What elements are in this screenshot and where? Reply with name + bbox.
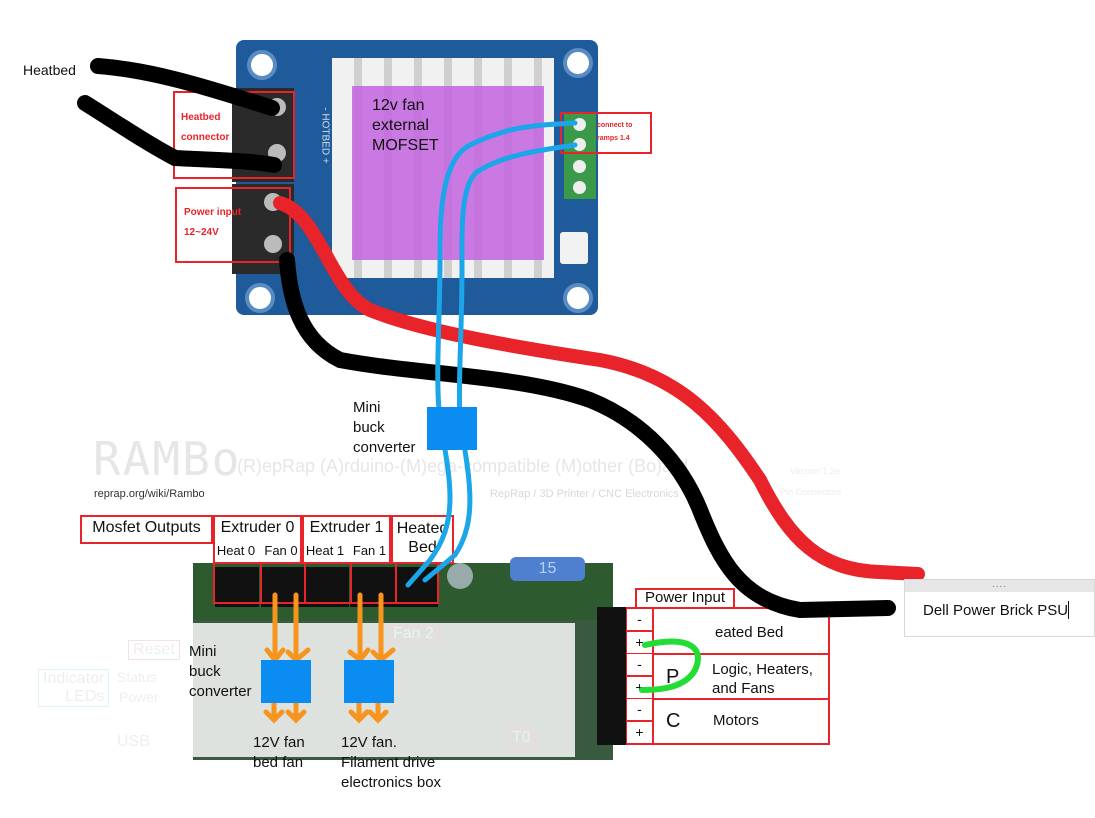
power-row-heated-bed: eated Bed [715, 624, 784, 641]
power-divider-2 [652, 698, 830, 700]
screw-terminal [573, 138, 586, 151]
fan1-label: Fan 1 [352, 543, 387, 558]
rambo-logo: RAMBo [93, 432, 242, 486]
buck-converter-top [427, 407, 477, 450]
extruder1-box [302, 515, 391, 564]
buck-converter-top-label: Mini buck converter [353, 399, 416, 456]
power-row-motors: Motors [713, 712, 759, 729]
power-divider-1 [652, 653, 830, 655]
fan1-label-out: 12V fan. Filament drive electronics box [341, 734, 442, 791]
negative-wire [279, 252, 896, 619]
fan0-label-out: 12V fan bed fan [253, 734, 305, 771]
extruder1-label: Extruder 1 [309, 519, 384, 536]
power-pin-cell: + [627, 631, 652, 655]
fan1-out-1 [348, 700, 370, 724]
power-input-title: Power Input [644, 589, 726, 606]
power-pin-cell: + [627, 721, 652, 745]
heatbed-wire-1 [90, 58, 280, 116]
fan1-out-2 [367, 700, 389, 724]
faded-reset: Reset [128, 640, 180, 660]
faded-status: Status [117, 669, 157, 685]
power-pin-cell: - [627, 654, 652, 677]
faded-indicator: Indicator LEDs [38, 669, 110, 707]
fan1-wire-1 [347, 592, 371, 664]
buck-converter-fan1 [344, 660, 394, 703]
heatbed-label: Heatbed [23, 62, 76, 78]
rambo-tagline: RepRap / 3D Printer / CNC Electronics [490, 488, 679, 500]
power-input-box [175, 187, 291, 263]
mosfet-outputs-label: Mosfet Outputs [92, 519, 201, 536]
screw-terminal [264, 235, 282, 253]
signal-wire-2 [422, 142, 578, 583]
fan0-out-2 [285, 700, 307, 724]
psu-drag-handle[interactable]: .... [905, 580, 1094, 592]
heat0-label: Heat 0 [216, 543, 256, 558]
rambo-url: reprap.org/wiki/Rambo [94, 488, 205, 500]
extruder0-box [213, 515, 302, 564]
heatbed-wire-2 [77, 95, 282, 173]
fan1-wire-2 [370, 592, 396, 664]
buck-converter-bottom-label: Mini buck converter [189, 643, 252, 700]
fan0-out-1 [263, 700, 285, 724]
heatbed-connector-label: Heatbed connector [181, 112, 230, 143]
power-input-label: Power input 12~24V [184, 207, 242, 238]
mosfet-outputs-box [80, 515, 213, 544]
heat1-label: Heat 1 [305, 543, 345, 558]
capacitor [447, 563, 473, 589]
connector-dividers [213, 562, 439, 604]
power-pin-cell: - [627, 609, 652, 632]
rambo-connectors-note: Pin Connectors [780, 487, 842, 497]
power-connector-housing [597, 607, 627, 745]
mosfet-overlay-label: 12v fan external MOFSET [372, 97, 439, 154]
power-col-divider [652, 607, 654, 745]
psu-text-box[interactable]: .... Dell Power Brick PSU [904, 579, 1095, 637]
optocoupler [560, 232, 588, 264]
mounting-hole [563, 283, 593, 313]
connect-ramps-box [560, 112, 652, 154]
buck-converter-fan0 [261, 660, 311, 703]
faded-overlay-left [30, 623, 193, 757]
faded-t0: T0 [508, 728, 535, 748]
fan0-wire-2 [285, 592, 311, 664]
fan0-label: Fan 0 [264, 543, 298, 558]
heated-bed-label: Heated Bed [396, 520, 449, 556]
screw-terminal [573, 181, 586, 194]
mounting-hole [247, 50, 277, 80]
power-letter-c: C [666, 710, 681, 732]
extruder0-label: Extruder 0 [220, 519, 295, 536]
power-pin-cell: - [627, 699, 652, 722]
rambo-subtitle: (R)epRap (A)rduino-(M)ega-compatible (M)… [237, 456, 689, 476]
faded-usb: USB [117, 733, 150, 750]
power-row-logic: Logic, Heaters, and Fans [712, 661, 813, 697]
fan0-wire-1 [264, 592, 286, 665]
jumper-mark [639, 638, 701, 693]
signal-wire-1 [405, 120, 578, 588]
power-pin-cell: + [627, 676, 652, 700]
mounting-hole [245, 283, 275, 313]
connect-ramps-label: connect to ramps 1.4 [597, 122, 633, 142]
positive-wire [273, 196, 925, 581]
text-caret [1068, 601, 1070, 619]
faded-power: Power [119, 689, 159, 705]
psu-label[interactable]: Dell Power Brick PSU [923, 601, 1070, 619]
mounting-hole [563, 48, 593, 78]
rambo-version: Version 1.2e [790, 466, 841, 476]
faded-fan2: Fan 2 [388, 624, 439, 644]
screw-terminal [573, 160, 586, 173]
fuse: 15 [510, 557, 585, 581]
